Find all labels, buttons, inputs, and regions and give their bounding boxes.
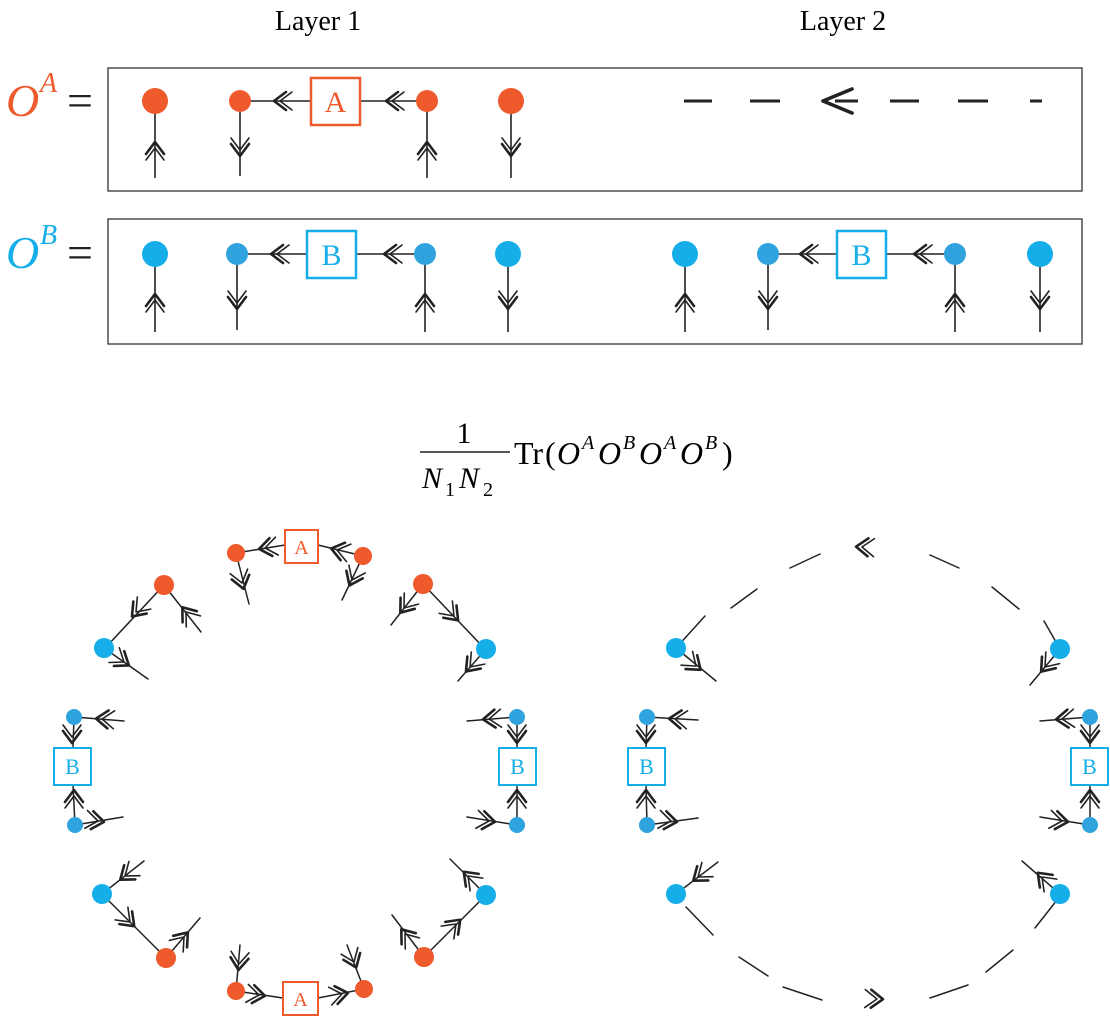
ring-b-node	[1050, 639, 1070, 659]
formula-denominator-n2: N	[458, 462, 481, 495]
formula-open-paren: (	[545, 435, 556, 471]
ring-b-box-label: B	[1082, 754, 1097, 779]
formula-close-paren: )	[722, 435, 733, 471]
operator-b-box-label: B	[321, 239, 341, 272]
operator-b-box: B	[305, 229, 358, 280]
formula-term-base: O	[598, 435, 621, 471]
operator-b-label: O B =	[6, 220, 93, 278]
operator-a-superscript: A	[38, 68, 58, 99]
operator-b-node	[757, 243, 779, 265]
ring-b-node	[666, 884, 686, 904]
formula-denominator-n1: N	[421, 462, 444, 495]
operator-a-node	[498, 88, 524, 114]
ring-b-box: B	[627, 747, 666, 786]
operator-b-box: B	[835, 229, 888, 280]
operator-b-frame	[107, 218, 1083, 345]
ring-a-node	[227, 544, 245, 562]
ring-a-node	[156, 948, 176, 968]
operator-b-node	[1027, 241, 1053, 267]
formula-term-base: O	[557, 435, 580, 471]
operator-a-node	[142, 88, 168, 114]
ring-a-node	[227, 982, 245, 1000]
operator-b-node	[226, 243, 248, 265]
formula-denominator-n1-sub: 1	[445, 479, 455, 501]
operator-b-equals: =	[67, 227, 93, 278]
operator-a-box: A	[309, 76, 362, 127]
ring-a-node	[154, 575, 174, 595]
ring-b-box-label: B	[65, 754, 80, 779]
operator-b-node	[142, 241, 168, 267]
ring-a-box: A	[282, 981, 319, 1016]
formula-term-sup: A	[662, 432, 677, 454]
layer2-header: Layer 2	[800, 6, 886, 37]
ring-b-node	[94, 638, 114, 658]
operator-b-symbol: O	[6, 227, 39, 278]
operator-a-label: O A =	[6, 68, 93, 126]
ring-a-box: A	[284, 529, 319, 564]
ring-b-node	[476, 639, 496, 659]
ring-b-box-label: B	[639, 754, 654, 779]
ring-b-node	[67, 817, 83, 833]
ring-b-node	[639, 817, 655, 833]
formula-trace-operator: Tr	[514, 435, 543, 471]
ring-b-node	[92, 884, 112, 904]
formula-term-sup: B	[705, 432, 717, 454]
ring-a-node	[413, 574, 433, 594]
arrow-left-icon	[821, 87, 854, 115]
ring-a-node	[354, 547, 372, 565]
operator-b-node	[944, 243, 966, 265]
ring-b-node	[66, 709, 82, 725]
ring-a-node	[355, 980, 373, 998]
operator-a-node	[229, 90, 251, 112]
trace-formula: 1 N 1 N 2 Tr ( O A O B O A O B )	[420, 417, 733, 501]
ring-b-node	[509, 817, 525, 833]
operator-a-node	[416, 90, 438, 112]
formula-term-sup: A	[580, 432, 595, 454]
arrow-left-icon	[854, 536, 876, 558]
layer1-header: Layer 1	[275, 6, 361, 37]
ring-layer2: B B	[627, 536, 1109, 1010]
ring-layer1: A A B B	[53, 529, 537, 1016]
formula-term-sup: B	[623, 432, 635, 454]
formula-term-base: O	[680, 435, 703, 471]
formula-numerator: 1	[457, 417, 472, 450]
ring-b-node	[666, 638, 686, 658]
operator-b-node	[672, 241, 698, 267]
arrow-icon	[61, 723, 83, 745]
operator-b-node	[495, 241, 521, 267]
ring-b-box: B	[53, 747, 92, 786]
ring-b-node	[639, 709, 655, 725]
operator-b-box-label: B	[851, 239, 871, 272]
operator-b-superscript: B	[40, 220, 57, 251]
operator-a-box-label: A	[325, 86, 347, 119]
ring-a-box-label: A	[294, 537, 309, 559]
operator-b-node	[414, 243, 436, 265]
arrow-icon	[123, 595, 153, 624]
arrow-icon	[83, 809, 107, 833]
ring-b-node	[1050, 884, 1070, 904]
ring-b-box-label: B	[510, 754, 525, 779]
operator-a-equals: =	[67, 75, 93, 126]
operator-a-frame	[107, 67, 1083, 192]
ring-a-node	[414, 947, 434, 967]
ring-b-node	[1082, 709, 1098, 725]
ring-b-node	[509, 709, 525, 725]
ring-b-box: B	[1070, 747, 1109, 786]
ring-b-node	[476, 885, 496, 905]
formula-denominator-n2-sub: 2	[483, 479, 493, 501]
ring-b-node	[1082, 817, 1098, 833]
formula-term-base: O	[639, 435, 662, 471]
ring-a-box-label: A	[293, 989, 308, 1011]
arrow-right-icon	[863, 988, 885, 1010]
operator-a-symbol: O	[6, 75, 39, 126]
ring-b-box: B	[498, 747, 537, 786]
arrow-icon	[656, 809, 680, 833]
